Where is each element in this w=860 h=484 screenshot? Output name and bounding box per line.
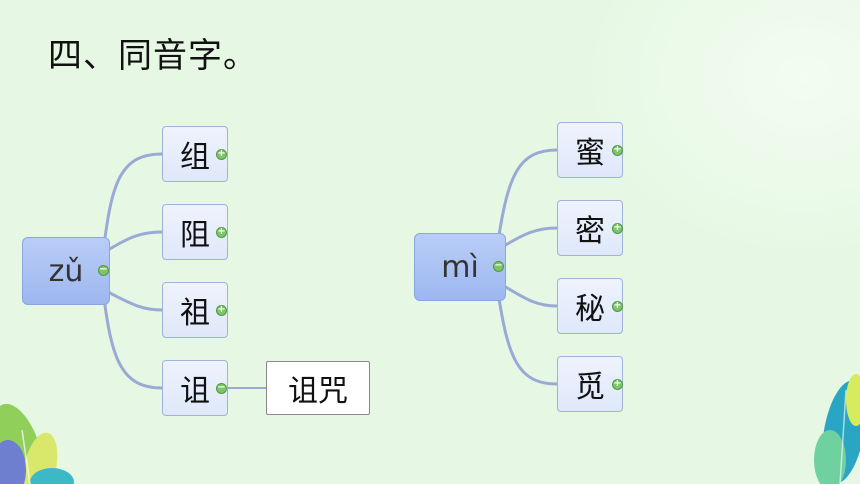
child-node-label: 阻 — [180, 218, 210, 253]
plus-icon[interactable]: + — [612, 378, 623, 390]
plus-icon[interactable]: + — [216, 304, 227, 316]
link-zu-1 — [102, 152, 164, 248]
child-node-label: 祖 — [180, 296, 210, 331]
minus-icon[interactable]: − — [216, 382, 227, 394]
plant-decoration-left — [0, 403, 74, 484]
plus-icon[interactable]: + — [216, 148, 227, 160]
background-glow — [580, 0, 860, 260]
minus-icon[interactable]: − — [493, 260, 504, 272]
plus-icon[interactable]: + — [612, 144, 623, 156]
root-node-zu[interactable]: zǔ — [22, 237, 110, 305]
child-node-label: 觅 — [575, 370, 605, 405]
link-mi-4 — [496, 290, 559, 386]
root-node-mi[interactable]: mì — [414, 233, 506, 301]
link-zu-2 — [106, 230, 164, 252]
plant-decoration-right — [814, 374, 860, 484]
link-mi-1 — [496, 148, 559, 244]
plus-icon[interactable]: + — [612, 300, 623, 312]
plus-icon[interactable]: + — [612, 222, 623, 234]
child-node-label: 密 — [575, 214, 605, 249]
grandchild-node-label: 诅咒 — [288, 374, 348, 409]
child-node-mi-2[interactable]: 密 — [557, 200, 623, 256]
link-zu-4 — [102, 296, 164, 390]
minus-icon[interactable]: − — [98, 264, 109, 276]
child-node-label: 组 — [180, 140, 210, 175]
grandchild-node-zuzhou[interactable]: 诅咒 — [266, 361, 370, 415]
plus-icon[interactable]: + — [216, 226, 227, 238]
child-node-label: 秘 — [575, 292, 605, 327]
link-mi-2 — [502, 226, 559, 248]
link-zu-3 — [106, 290, 164, 312]
root-node-label: zǔ — [48, 253, 84, 289]
root-node-label: mì — [441, 249, 479, 285]
link-mi-3 — [502, 284, 559, 308]
child-node-label: 蜜 — [575, 136, 605, 171]
child-node-label: 诅 — [180, 374, 210, 409]
slide-title: 四、同音字。 — [48, 36, 258, 76]
